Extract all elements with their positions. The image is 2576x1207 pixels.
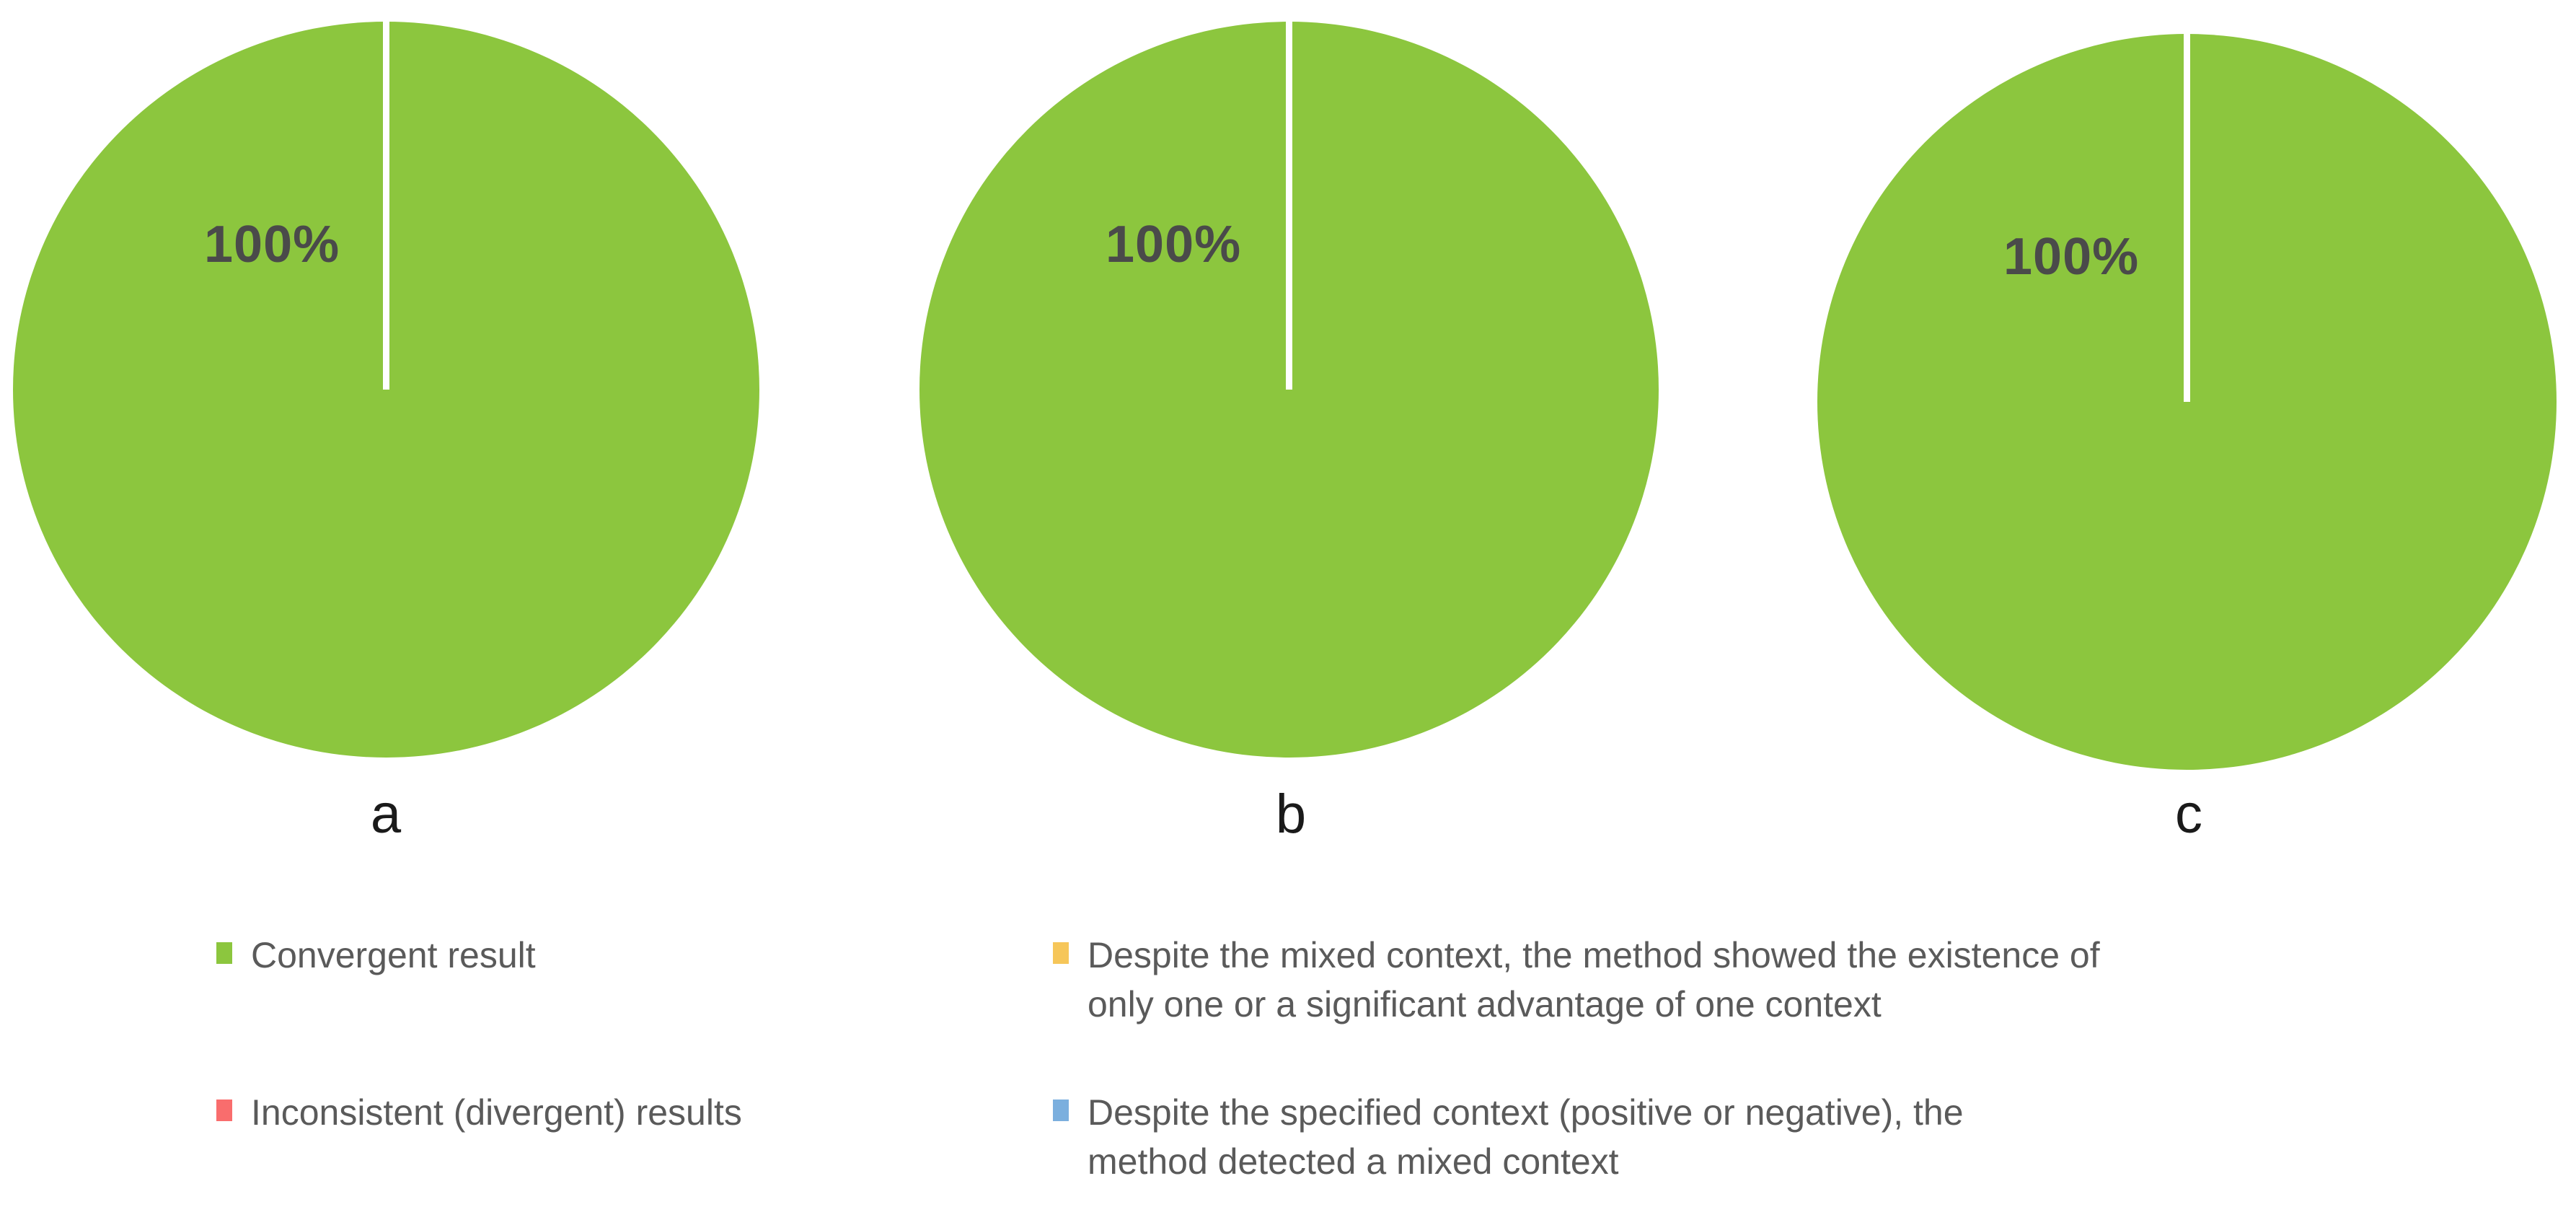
pie-panel-c: 100% — [1817, 34, 2557, 770]
legend-item-inconsistent-results[interactable]: Inconsistent (divergent) results — [216, 1088, 1010, 1137]
legend-swatch-blue-icon — [1053, 1100, 1069, 1121]
pie-start-gap-b — [1286, 22, 1292, 390]
pie-start-gap-a — [383, 22, 389, 390]
legend: Convergent result Inconsistent (divergen… — [0, 931, 2576, 1207]
legend-swatch-red-icon — [216, 1100, 232, 1121]
pie-caption-a: a — [370, 784, 402, 845]
legend-item-mixed-context[interactable]: Despite the mixed context, the method sh… — [1053, 931, 2495, 1029]
legend-swatch-yellow-icon — [1053, 942, 1069, 964]
pie-panel-b: 100% — [919, 22, 1659, 758]
pie-value-label-c: 100% — [2003, 228, 2140, 286]
pie-panel-a: 100% — [13, 22, 759, 758]
pie-caption-b: b — [1275, 784, 1307, 845]
legend-label-convergent-result: Convergent result — [251, 935, 536, 975]
pie-caption-c: c — [2175, 784, 2202, 845]
legend-label-inconsistent-results: Inconsistent (divergent) results — [251, 1092, 742, 1133]
legend-swatch-green-icon — [216, 942, 232, 964]
pie-value-label-a: 100% — [204, 216, 340, 273]
legend-label-specified-context: Despite the specified context (positive … — [1088, 1092, 1964, 1182]
legend-item-convergent-result[interactable]: Convergent result — [216, 931, 1010, 980]
pie-value-label-b: 100% — [1106, 216, 1242, 273]
legend-label-mixed-context: Despite the mixed context, the method sh… — [1088, 935, 2100, 1024]
legend-item-specified-context[interactable]: Despite the specified context (positive … — [1053, 1088, 2495, 1186]
pie-start-gap-c — [2184, 34, 2190, 402]
